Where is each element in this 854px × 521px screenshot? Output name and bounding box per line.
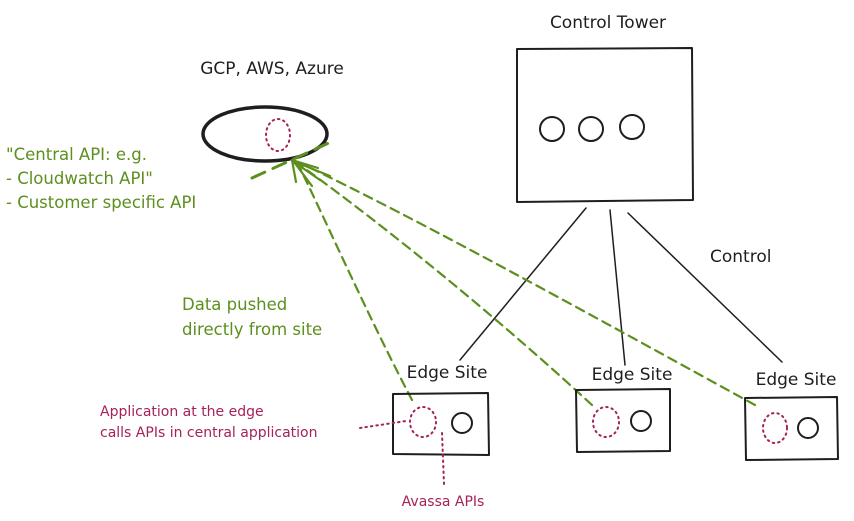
data-flows (290, 158, 757, 407)
control-tower-box (516, 47, 694, 203)
edge-site-3: Edge Site (744, 370, 839, 461)
cloud-label: GCP, AWS, Azure (200, 59, 344, 79)
control-connections (459, 207, 783, 366)
central-api-note: "Central API: e.g. - Cloudwatch API" - C… (6, 145, 196, 212)
edge-site-2-app-marker (592, 406, 620, 438)
central-api-note-line-2: - Cloudwatch API" (6, 169, 153, 188)
edge-site-1-label: Edge Site (407, 363, 488, 383)
control-tower-label: Control Tower (550, 13, 666, 33)
control-tower-node-1 (539, 116, 565, 142)
data-flow-site-1 (298, 166, 414, 402)
cloud-node: GCP, AWS, Azure (200, 59, 344, 163)
edge-site-3-label: Edge Site (756, 370, 837, 390)
control-tower-node-2 (578, 116, 604, 142)
edge-site-1-app-marker (409, 406, 437, 438)
control-line-site-2 (609, 209, 626, 366)
cloud-central-api-marker (265, 118, 291, 152)
edge-site-3-avassa-node (797, 417, 819, 439)
central-api-note-line-3: - Customer specific API (6, 193, 196, 212)
avassa-apis-label: Avassa APIs (402, 494, 485, 510)
application-note: Application at the edge calls APIs in ce… (100, 404, 407, 441)
edge-site-1: Edge Site (392, 363, 490, 456)
data-pushed-note-line-1: Data pushed (182, 295, 287, 314)
edge-site-1-box (392, 392, 490, 456)
control-line-site-3 (627, 212, 783, 363)
data-flow-site-2 (298, 163, 594, 407)
arrowhead-icon (290, 158, 332, 188)
application-note-line-1: Application at the edge (100, 404, 264, 420)
control-tower-node-3 (619, 114, 645, 140)
data-flow-site-3 (296, 160, 757, 407)
control-line-site-1 (459, 207, 587, 361)
edge-site-3-box (744, 396, 839, 461)
edge-site-2-avassa-node (630, 410, 652, 432)
edge-site-3-app-marker (762, 412, 788, 444)
edge-site-1-avassa-node (451, 412, 473, 434)
edge-site-2: Edge Site (575, 365, 673, 453)
control-label: Control (710, 247, 771, 267)
edge-site-2-label: Edge Site (592, 365, 673, 385)
avassa-apis-note: Avassa APIs (402, 432, 485, 510)
cloud-ellipse (201, 105, 329, 163)
application-note-connector (359, 420, 407, 429)
avassa-apis-connector (441, 432, 445, 485)
data-pushed-note: Data pushed directly from site (182, 295, 322, 339)
control-tower-node: Control Tower (516, 13, 694, 203)
central-api-note-line-1: "Central API: e.g. (6, 145, 147, 164)
application-note-line-2: calls APIs in central application (100, 425, 317, 441)
data-pushed-note-line-2: directly from site (182, 320, 322, 339)
edge-site-2-box (575, 388, 671, 453)
